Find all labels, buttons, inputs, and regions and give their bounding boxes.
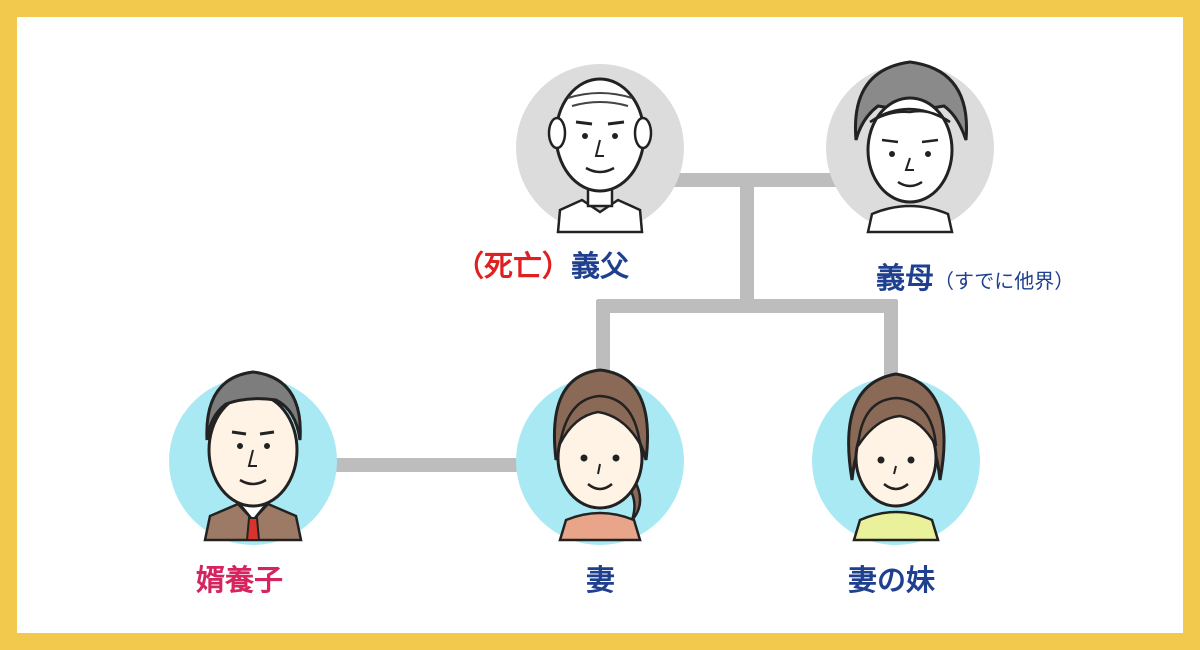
young-woman-icon [812, 372, 980, 545]
adopted-son-in-law-name: 婿養子 [196, 563, 284, 597]
mother-in-law-name: 義母 [876, 261, 935, 295]
elderly-woman-icon [826, 60, 994, 234]
father-in-law-name: 義父 [571, 249, 630, 283]
mother-in-law-note: （すでに他界） [934, 269, 1075, 293]
wife-name: 妻 [586, 563, 616, 597]
father-in-law-label: （死亡）義父 [455, 243, 629, 285]
wife-sister-name: 妻の妹 [848, 563, 936, 597]
middle-aged-man-suit-icon [169, 370, 337, 545]
mother-in-law-label: 義母（すでに他界） [876, 255, 1074, 297]
connector-lines [330, 173, 898, 472]
elderly-bald-man-icon [516, 64, 684, 234]
father-in-law-status: （死亡） [455, 249, 572, 283]
woman-ponytail-icon [516, 368, 684, 545]
